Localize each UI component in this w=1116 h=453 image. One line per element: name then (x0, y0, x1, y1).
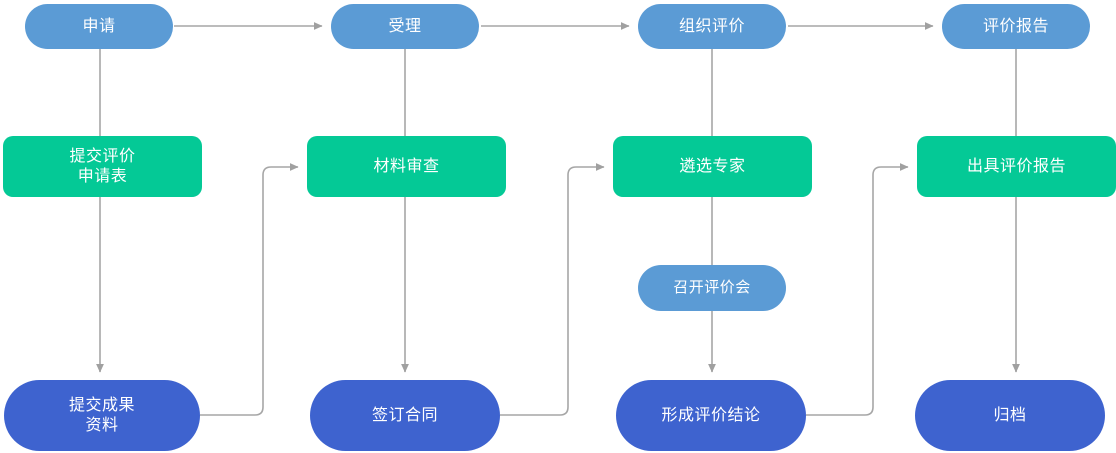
node-issue-evaluation-report[interactable]: 出具评价报告 (917, 136, 1116, 197)
node-form-evaluation-conclusion[interactable]: 形成评价结论 (616, 380, 806, 451)
node-accept[interactable]: 受理 (331, 4, 479, 49)
node-organize-evaluation[interactable]: 组织评价 (638, 4, 786, 49)
edge-form-conclusion-to-issue-report (806, 163, 909, 416)
edge-sign-contract-to-select-experts (500, 163, 605, 416)
edge-submit-results-to-material-review (200, 163, 299, 416)
node-submit-application-form[interactable]: 提交评价 申请表 (3, 136, 202, 197)
node-submit-result-materials[interactable]: 提交成果 资料 (4, 380, 200, 451)
node-apply[interactable]: 申请 (25, 4, 173, 49)
node-hold-evaluation-meeting[interactable]: 召开评价会 (638, 265, 786, 311)
node-archive[interactable]: 归档 (915, 380, 1105, 451)
node-evaluation-report[interactable]: 评价报告 (942, 4, 1090, 49)
node-material-review[interactable]: 材料审查 (307, 136, 506, 197)
node-sign-contract[interactable]: 签订合同 (310, 380, 500, 451)
node-select-experts[interactable]: 遴选专家 (613, 136, 812, 197)
